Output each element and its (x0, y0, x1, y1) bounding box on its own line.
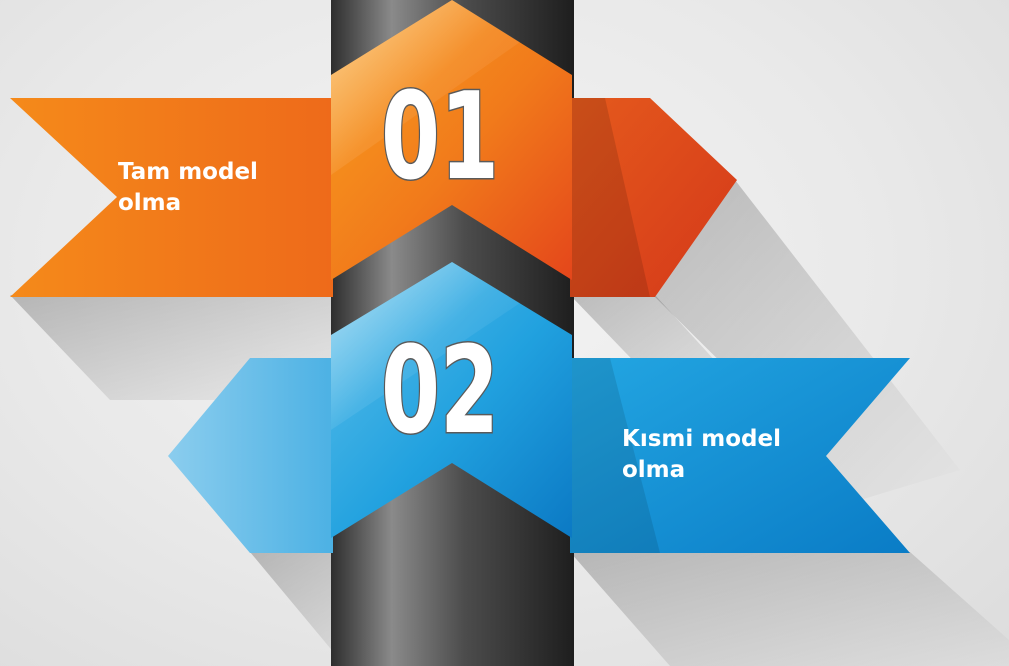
step-02-label-line-1: Kısmi model (622, 426, 781, 452)
step-01-label-line-2: olma (118, 190, 182, 216)
blue-right-shadow (570, 552, 1009, 666)
step-01-label-line-1: Tam model (118, 159, 258, 185)
blue-ribbon-fold (570, 358, 660, 553)
step-02-label-line-2: olma (622, 457, 686, 483)
orange-ribbon-fold (570, 98, 650, 297)
blue-hexagon-gloss (331, 262, 520, 430)
blue-ribbon-left (168, 358, 333, 553)
orange-ribbon-right (570, 98, 737, 297)
orange-tip-shadow (655, 180, 960, 500)
step-number-02: 02 (381, 322, 499, 461)
orange-ribbon-left (10, 98, 333, 297)
blue-ribbon-right (570, 358, 910, 553)
orange-hexagon-gloss (331, 0, 520, 175)
step-number-01: 01 (381, 68, 499, 207)
